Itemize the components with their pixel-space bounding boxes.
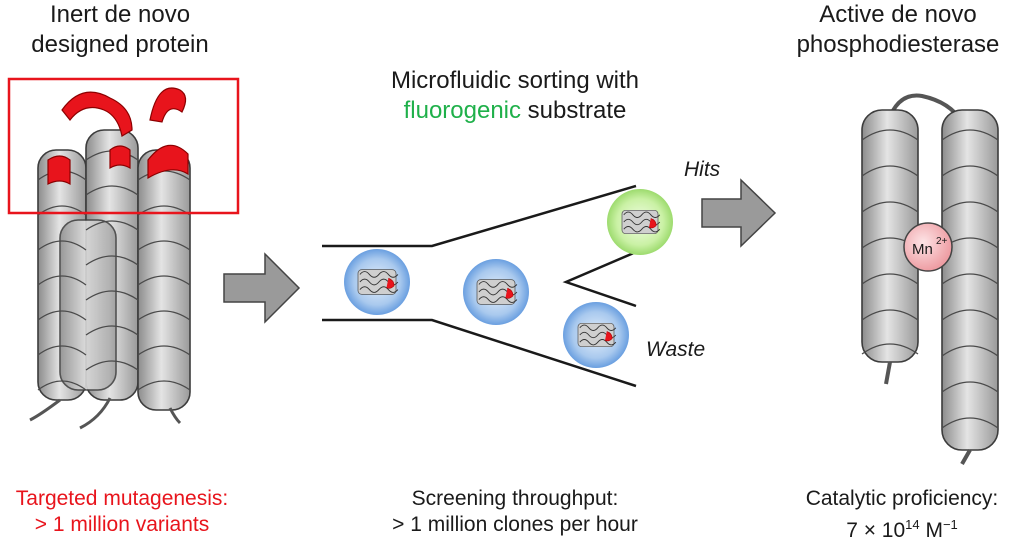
middle-caption: Screening throughput: > 1 million clones… — [350, 486, 680, 538]
proficiency-unit-exponent: −1 — [942, 517, 958, 532]
proficiency-value: 7 × 10 — [846, 519, 906, 542]
microfluidic-channel — [322, 184, 637, 388]
fluorogenic-word: fluorogenic — [403, 97, 522, 124]
middle-caption-line2: > 1 million clones per hour — [392, 513, 638, 536]
ion-label: Mn — [912, 241, 933, 258]
right-caption-line1: Catalytic proficiency: — [805, 487, 999, 510]
middle-title-line1: Microfluidic sorting with — [390, 67, 640, 94]
left-title-line2: designed protein — [31, 31, 209, 58]
left-caption-line1: Targeted mutagenesis: — [15, 487, 229, 510]
manganese-ion: Mn 2+ — [903, 222, 953, 272]
right-title-line2: phosphodiesterase — [796, 31, 1000, 58]
left-title: Inert de novo designed protein — [0, 0, 240, 60]
inert-protein-structure — [29, 87, 191, 430]
mutation-highlight-box — [7, 77, 240, 215]
droplet-hit — [607, 189, 673, 255]
substrate-word: substrate — [521, 97, 627, 124]
right-caption-line2: 7 × 1014 M−1 — [782, 512, 1022, 544]
right-title-line1: Active de novo — [819, 1, 977, 28]
left-caption-line2: > 1 million variants — [34, 513, 210, 536]
left-caption: Targeted mutagenesis: > 1 million varian… — [0, 486, 244, 538]
droplet-waste — [563, 302, 629, 368]
droplet-middle — [463, 259, 529, 325]
active-phosphodiesterase-structure — [861, 93, 999, 465]
droplet-input — [344, 249, 410, 315]
left-title-line1: Inert de novo — [49, 1, 191, 28]
waste-label: Waste — [646, 338, 706, 361]
ion-charge: 2+ — [936, 236, 948, 247]
middle-caption-line1: Screening throughput: — [411, 487, 619, 510]
middle-title: Microfluidic sorting with fluorogenic su… — [330, 66, 700, 126]
middle-title-line2: fluorogenic substrate — [330, 96, 700, 126]
right-caption: Catalytic proficiency: 7 × 1014 M−1 — [782, 486, 1022, 544]
proficiency-exponent: 14 — [905, 517, 920, 532]
arrow-to-sorting-icon — [223, 252, 301, 324]
right-title: Active de novo phosphodiesterase — [770, 0, 1026, 60]
hits-label: Hits — [684, 158, 721, 181]
arrow-to-active-icon — [701, 178, 777, 248]
proficiency-unit: M — [919, 519, 943, 542]
